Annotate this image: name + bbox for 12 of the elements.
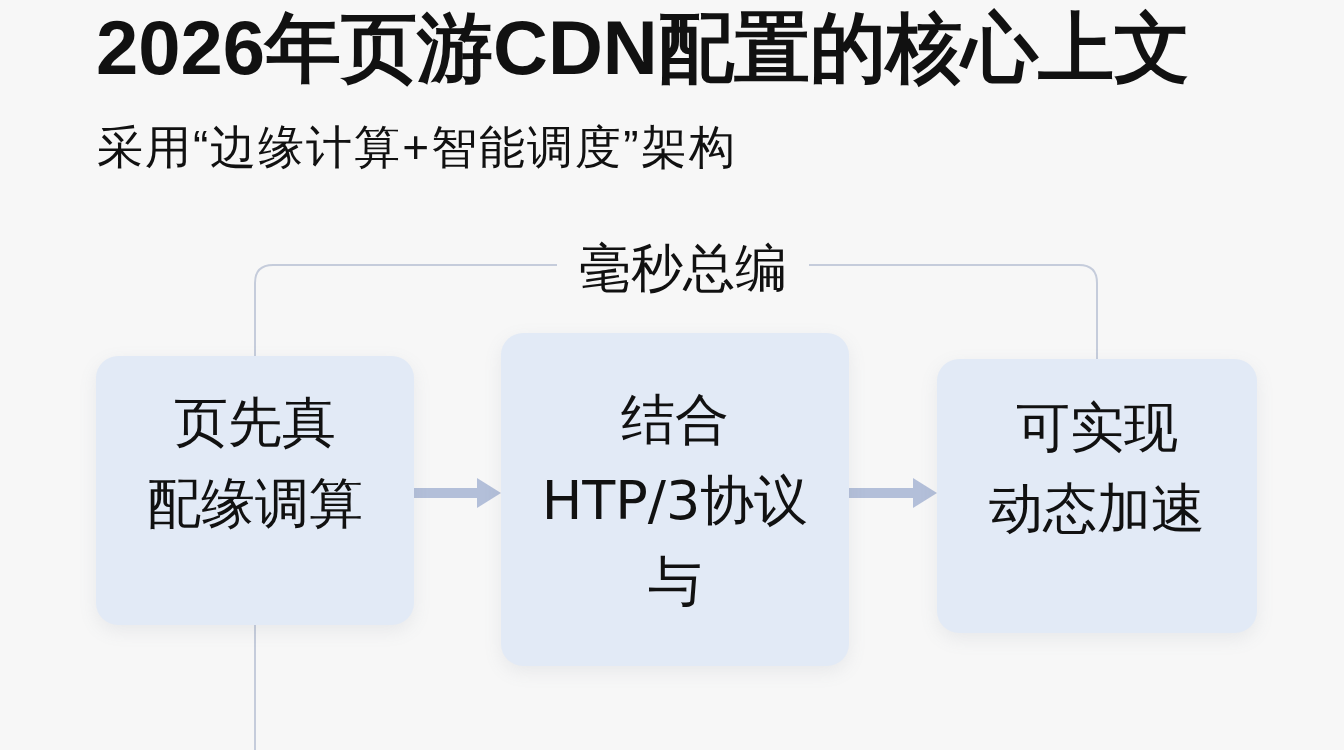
box-label: 可实现动态加速 <box>988 395 1206 542</box>
process-box <box>937 359 1257 633</box>
box-label: 结合HTP/3协议与 <box>540 387 810 615</box>
process-box <box>96 356 414 625</box>
edge-label: 毫秒总编 <box>579 237 787 299</box>
arrow <box>849 478 937 508</box>
box-label: 页先真配缘调算 <box>146 390 364 537</box>
process-box <box>501 333 849 666</box>
arrow <box>414 478 501 508</box>
title: 2026年页游CDN配置的核心上文 <box>96 6 1190 90</box>
subtitle: 采用“边缘计算+智能调度”架构 <box>97 120 737 175</box>
connector-line <box>254 624 256 750</box>
